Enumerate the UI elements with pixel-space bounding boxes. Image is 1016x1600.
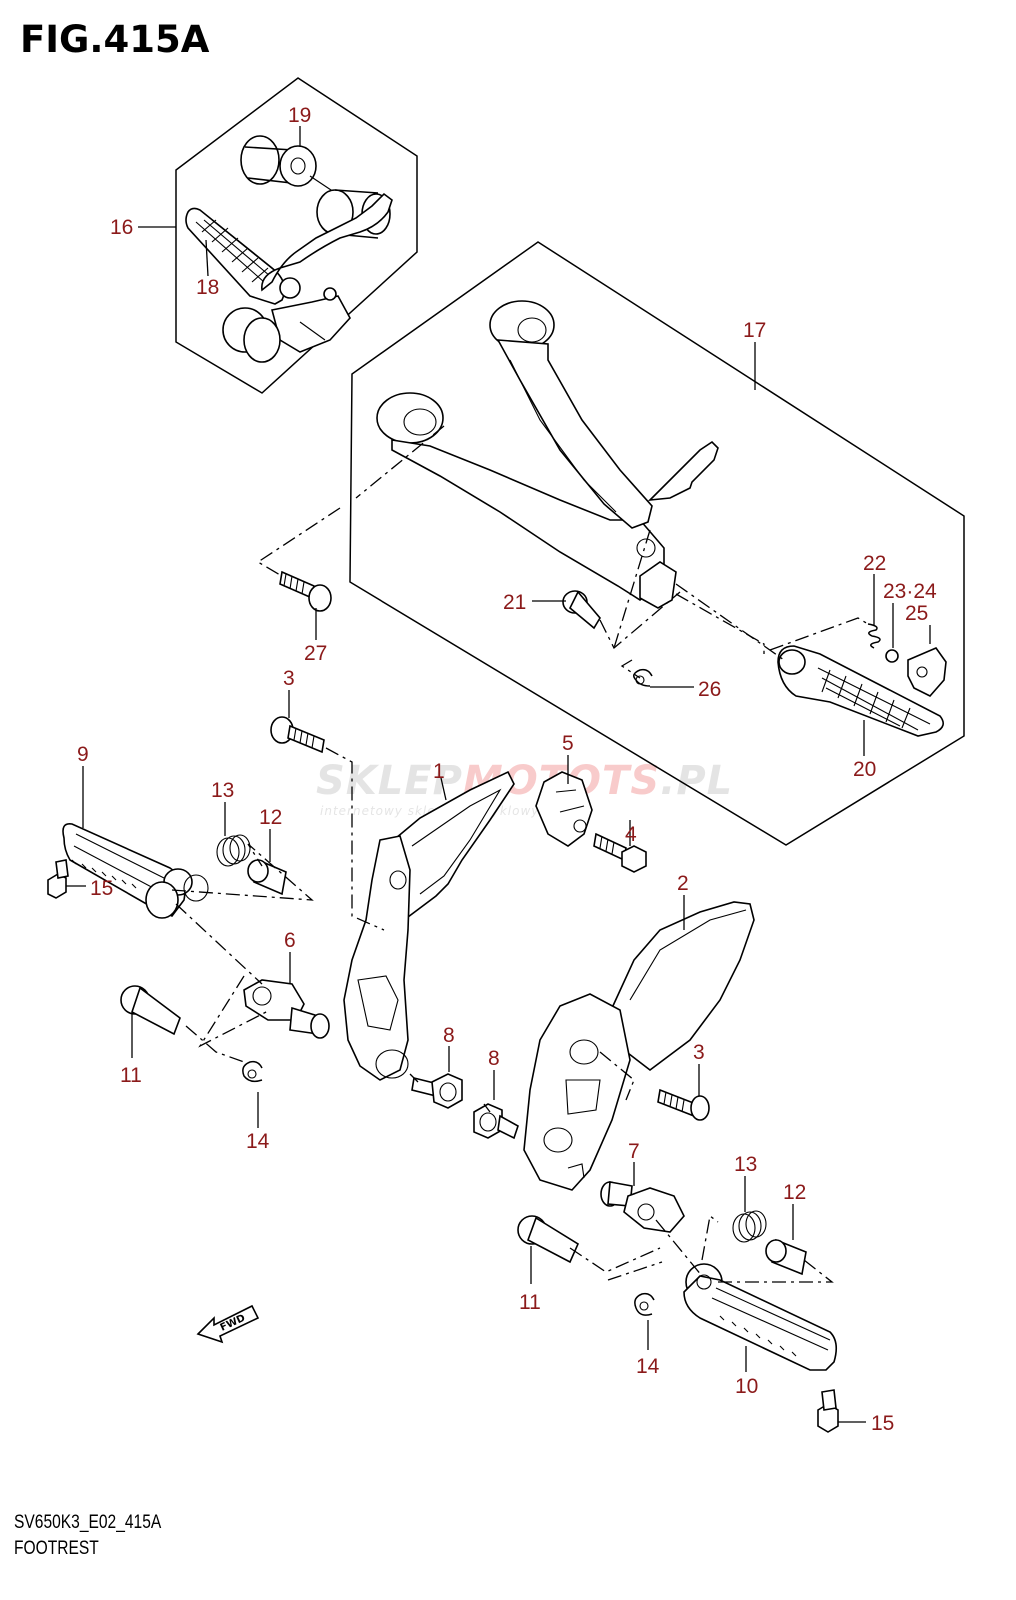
part-8-bolt-a[interactable] <box>411 1073 463 1109</box>
part-10-footrest[interactable] <box>683 1263 838 1371</box>
part-16-footrest-assy[interactable] <box>185 192 393 363</box>
callout-20: 21 <box>503 591 526 614</box>
part-14-e-ring-right[interactable] <box>634 1292 655 1316</box>
part-23-24-plate[interactable] <box>907 647 947 697</box>
callout-15-left: 15 <box>90 877 113 900</box>
callout-15-right: 15 <box>871 1412 894 1435</box>
callout-4: 4 <box>625 823 637 846</box>
part-3-bolt-upper[interactable] <box>270 716 325 754</box>
part-8-bolt-b[interactable] <box>473 1103 519 1140</box>
callout-27: 27 <box>304 642 327 665</box>
callout-7: 7 <box>628 1140 640 1163</box>
callout-5: 5 <box>562 732 574 755</box>
part-3-bolt-lower[interactable] <box>657 1088 710 1121</box>
callout-19: 20 <box>853 758 876 781</box>
model-code: SV650K3_E02_415A <box>14 1512 162 1533</box>
part-22-ball[interactable] <box>885 649 899 663</box>
callout-3-upper: 3 <box>283 667 295 690</box>
assembly-lines <box>171 425 869 1283</box>
part-13-spring-right[interactable] <box>732 1210 767 1243</box>
callout-25: 26 <box>698 678 721 701</box>
part-9-footrest[interactable] <box>62 822 209 919</box>
part-21-spring[interactable] <box>867 623 881 649</box>
leader-lines <box>66 126 931 1423</box>
part-1-bracket[interactable] <box>343 770 515 1081</box>
callout-labels: 19 16 18 17 21 22 23·24 25 26 20 27 3 9 … <box>77 104 937 1435</box>
part-5-bracket[interactable] <box>535 771 593 847</box>
group-box-17 <box>349 241 965 846</box>
callout-11-left: 11 <box>120 1064 142 1087</box>
part-11-pin-right[interactable] <box>517 1215 580 1264</box>
part-15-bolt-left[interactable] <box>47 859 69 899</box>
callout-21: 22 <box>863 552 886 575</box>
callout-22: 23·24 <box>883 580 937 603</box>
part-25-e-ring[interactable] <box>633 668 653 687</box>
group-box-16 <box>175 77 418 394</box>
callout-10: 10 <box>735 1375 758 1398</box>
part-27-bolt[interactable] <box>279 570 332 612</box>
part-2-bracket[interactable] <box>523 901 755 1191</box>
fwd-arrow-icon: FWD <box>196 1304 260 1344</box>
part-26-spacer[interactable] <box>240 135 391 239</box>
callout-12-right: 12 <box>783 1181 806 1204</box>
part-12-collar-left[interactable] <box>247 858 287 896</box>
callout-8-b: 8 <box>488 1047 500 1070</box>
callout-3-lower: 3 <box>693 1041 705 1064</box>
part-20-pin[interactable] <box>562 590 601 630</box>
part-13-spring-left[interactable] <box>216 834 251 867</box>
callout-17: 17 <box>743 319 766 342</box>
part-19-footrest[interactable] <box>777 645 944 737</box>
part-11-pin-left[interactable] <box>120 985 181 1036</box>
part-15-bolt-right[interactable] <box>817 1389 839 1433</box>
callout-18: 18 <box>196 276 219 299</box>
callout-13-left: 13 <box>211 779 234 802</box>
part-4-bolt[interactable] <box>593 832 647 873</box>
callout-14-left: 14 <box>246 1130 270 1153</box>
callout-2: 2 <box>677 872 689 895</box>
callout-13-right: 13 <box>734 1153 757 1176</box>
part-17-pillion-bracket[interactable] <box>376 300 719 609</box>
part-6-pivot[interactable] <box>243 979 330 1039</box>
callout-23-24: 25 <box>905 602 928 625</box>
section-name: FOOTREST <box>14 1538 99 1559</box>
part-14-e-ring-left[interactable] <box>242 1060 263 1083</box>
callout-26: 19 <box>288 104 311 127</box>
part-12-collar-right[interactable] <box>765 1238 807 1276</box>
callout-6: 6 <box>284 929 296 952</box>
callout-11-right: 11 <box>519 1291 541 1314</box>
callout-9: 9 <box>77 743 89 766</box>
callout-1: 1 <box>433 760 445 783</box>
callout-12-left: 12 <box>259 806 282 829</box>
part-7-pivot[interactable] <box>600 1181 685 1233</box>
callout-8-a: 8 <box>443 1024 455 1047</box>
callout-14-right: 14 <box>636 1355 660 1378</box>
callout-16: 16 <box>110 216 133 239</box>
figure-title: FIG.415A <box>20 18 210 61</box>
